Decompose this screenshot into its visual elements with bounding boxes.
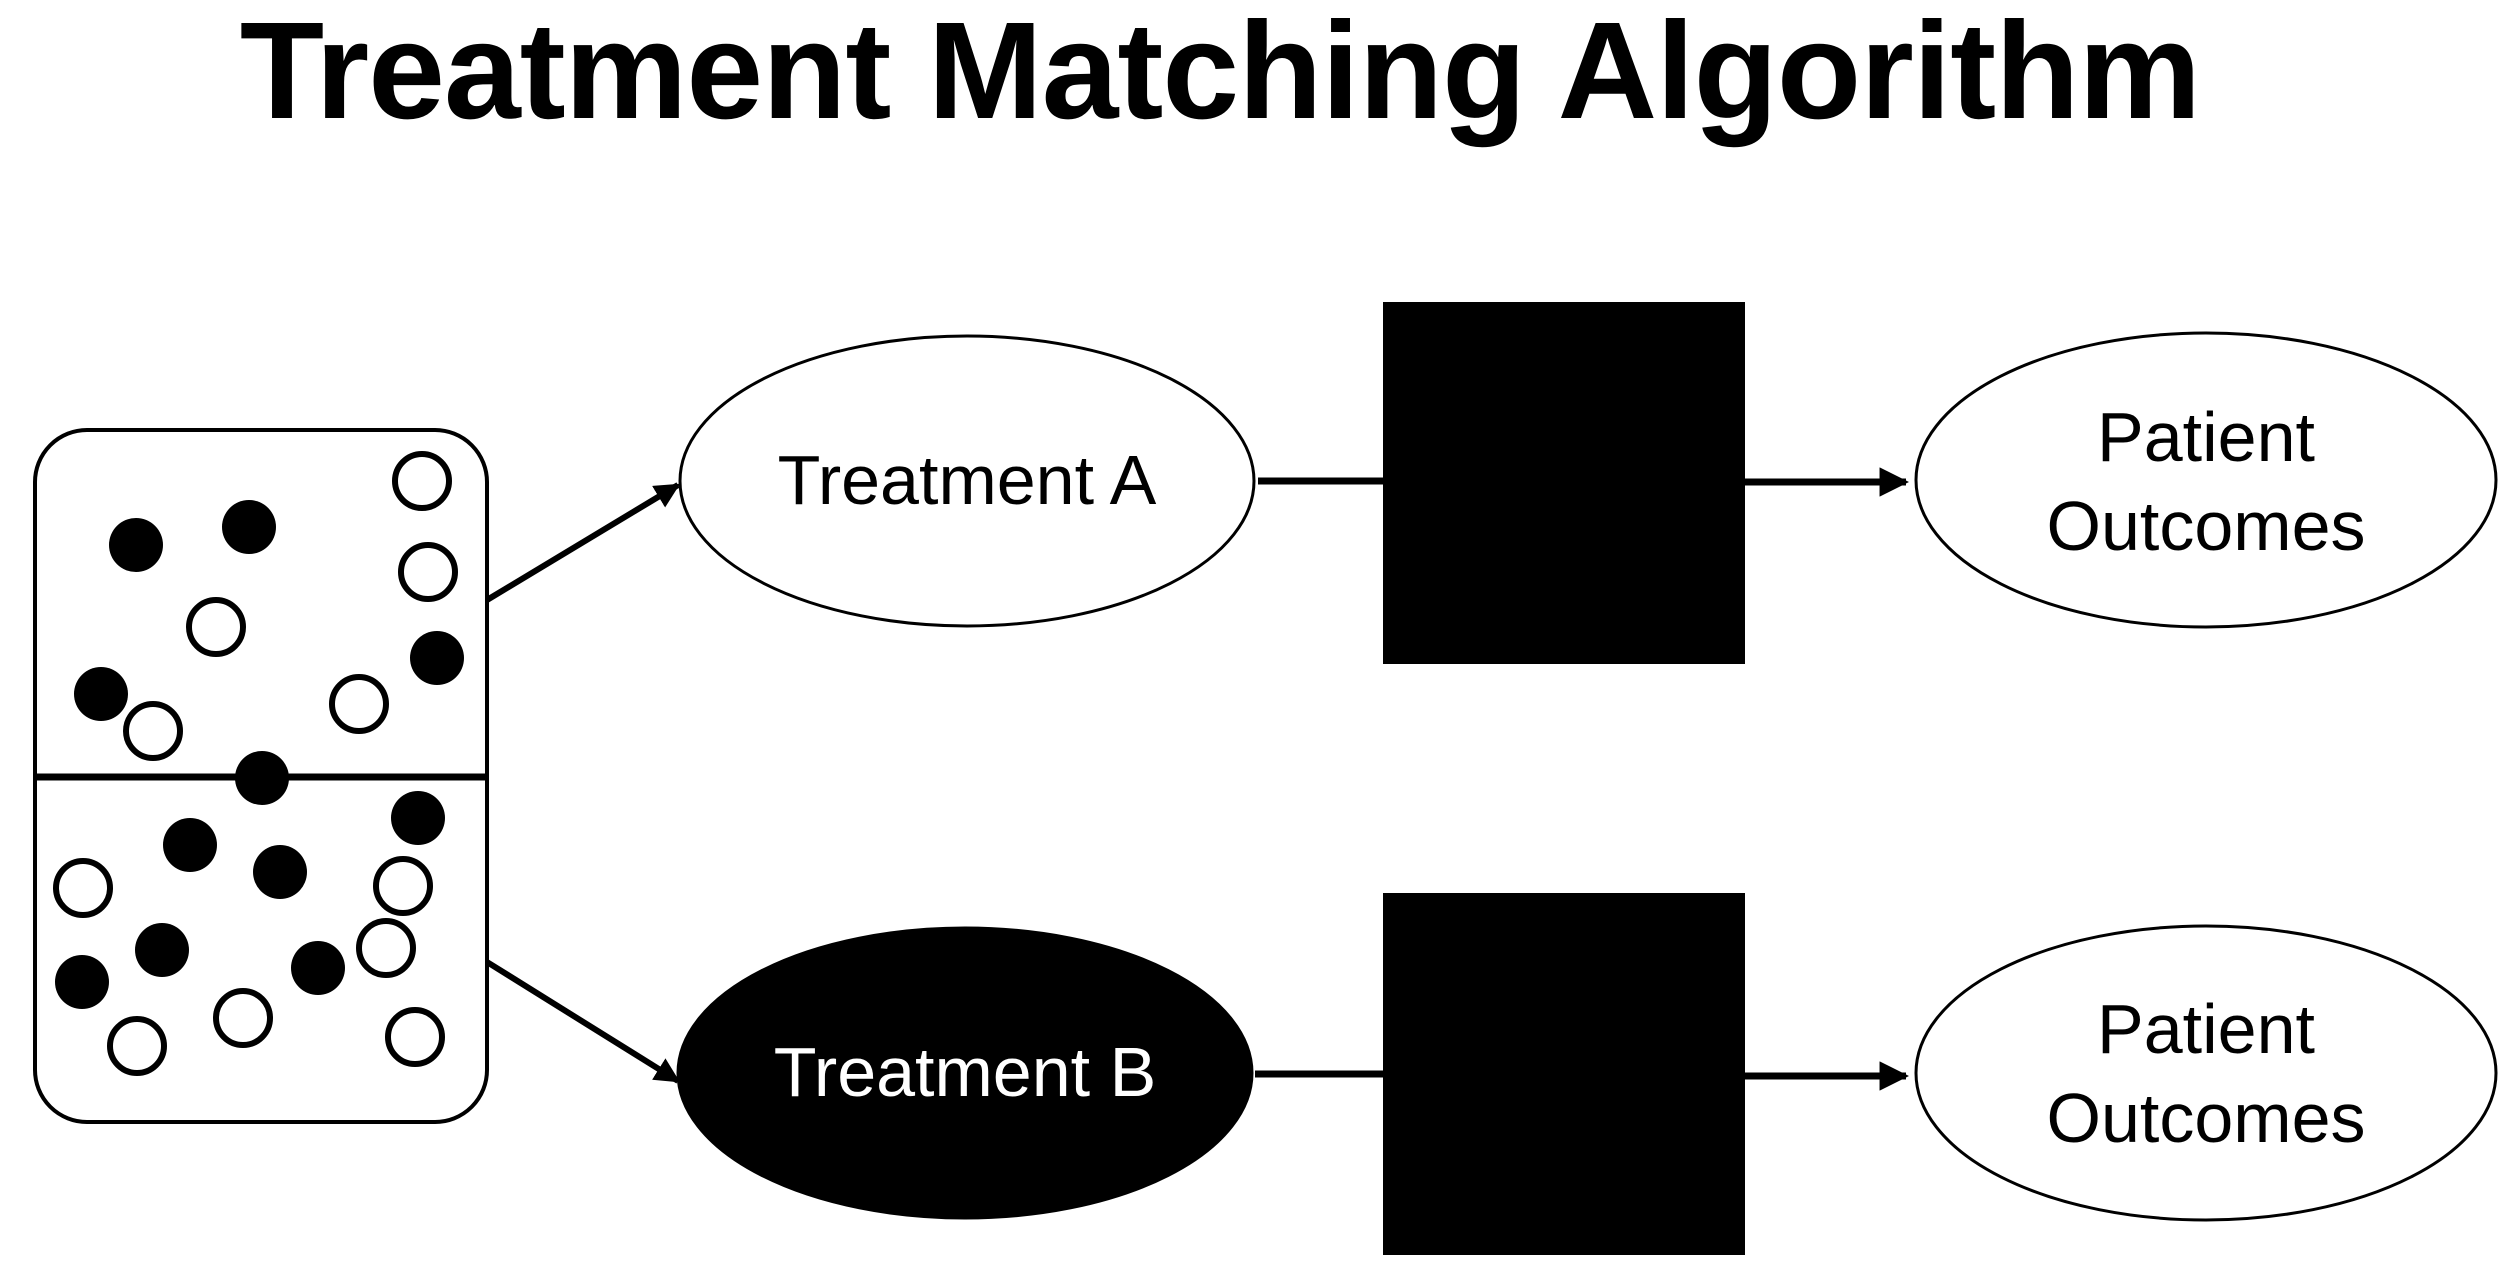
- treatment-a-node: Treatment A: [678, 334, 1256, 628]
- population-dots: [53, 451, 464, 1076]
- open-patient-dot: [53, 858, 113, 918]
- open-patient-dot: [107, 1016, 167, 1076]
- black-box-b: [1383, 893, 1745, 1255]
- filled-patient-dot: [135, 923, 189, 977]
- outcome-a-ellipse: [1914, 331, 2498, 629]
- outcome-b-ellipse: [1914, 924, 2498, 1222]
- outcome-a-line1: Patient: [2097, 398, 2315, 476]
- open-patient-dot: [329, 674, 389, 734]
- open-patient-dot: [385, 1007, 445, 1067]
- open-patient-dot: [213, 988, 273, 1048]
- outcome-b-line1: Patient: [2097, 990, 2315, 1068]
- filled-patient-dot: [109, 518, 163, 572]
- filled-patient-dot: [74, 667, 128, 721]
- filled-patient-dot: [222, 500, 276, 554]
- open-patient-dot: [356, 918, 416, 978]
- filled-patient-dot: [55, 955, 109, 1009]
- treatment-b-ellipse: [676, 926, 1254, 1220]
- filled-patient-dot: [410, 631, 464, 685]
- open-patient-dot: [398, 542, 458, 602]
- treatment-b-node: Treatment B: [676, 926, 1254, 1220]
- open-patient-dot: [392, 451, 452, 511]
- filled-patient-dot: [391, 791, 445, 845]
- filled-patient-dot: [163, 818, 217, 872]
- patient-population-box: [33, 428, 489, 1124]
- outcome-b-line2: Outcomes: [2047, 1079, 2366, 1157]
- arrow-to-treatment-a: [485, 482, 681, 603]
- arrow-to-treatment-b: [485, 959, 681, 1084]
- filled-patient-dot: [291, 941, 345, 995]
- treatment-a-ellipse: [678, 334, 1256, 628]
- treatment-a-label: Treatment A: [778, 441, 1157, 519]
- treatment-b-label: Treatment B: [774, 1033, 1157, 1111]
- open-patient-dot: [123, 701, 183, 761]
- outcome-b-node: Patient Outcomes: [1914, 924, 2498, 1222]
- outcome-a-line2: Outcomes: [2047, 487, 2366, 565]
- black-box-a: [1383, 302, 1745, 664]
- filled-patient-dot: [235, 751, 289, 805]
- open-patient-dot: [373, 856, 433, 916]
- diagram-title: Treatment Matching Algorithm: [240, 0, 2200, 148]
- outcome-a-node: Patient Outcomes: [1914, 331, 2498, 629]
- open-patient-dot: [186, 597, 246, 657]
- filled-patient-dot: [253, 845, 307, 899]
